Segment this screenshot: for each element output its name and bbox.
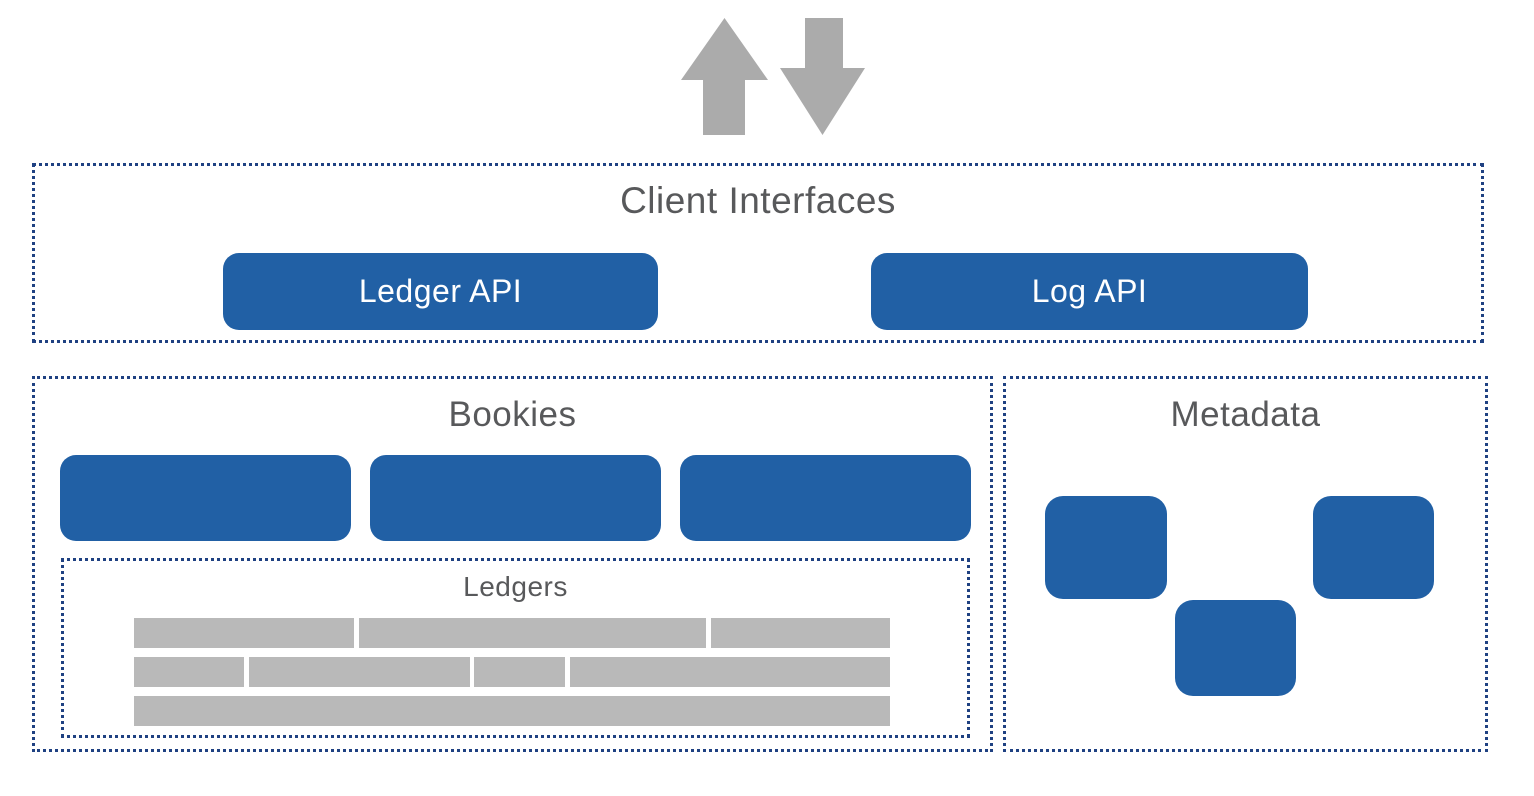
- metadata-node: [1175, 600, 1296, 696]
- ledger-bars: [134, 618, 890, 726]
- ledger-api-label: Ledger API: [358, 273, 523, 309]
- down-arrow-icon: [780, 18, 865, 135]
- ledgers-section: Ledgers: [61, 558, 970, 738]
- ledger-fragment: [711, 618, 890, 648]
- up-arrow-icon: [681, 18, 768, 135]
- client-interfaces-section: Client Interfaces Ledger API Log API: [32, 163, 1484, 343]
- metadata-section: Metadata: [1003, 376, 1488, 752]
- ledger-fragment: [134, 657, 244, 687]
- ledger-fragment: [134, 618, 354, 648]
- metadata-title: Metadata: [1170, 395, 1321, 434]
- bookie-node: [370, 455, 661, 541]
- ledger-fragment: [474, 657, 566, 687]
- ledger-api-node: Ledger API: [223, 253, 658, 330]
- metadata-node: [1045, 496, 1167, 599]
- ledger-bar-row: [134, 618, 890, 648]
- ledger-fragment: [569, 657, 890, 687]
- ledger-fragment: [248, 657, 470, 687]
- metadata-node: [1313, 496, 1434, 599]
- bookie-node: [60, 455, 351, 541]
- bookies-title: Bookies: [448, 395, 577, 434]
- ledger-fragment: [359, 618, 706, 648]
- client-interfaces-title: Client Interfaces: [620, 180, 896, 221]
- bookies-nodes: [60, 455, 971, 541]
- ledgers-title: Ledgers: [463, 571, 568, 602]
- bookies-section: Bookies Ledgers: [32, 376, 993, 752]
- ledger-fragment: [134, 696, 890, 726]
- ledger-bar-row: [134, 696, 890, 726]
- ledger-bar-row: [134, 657, 890, 687]
- log-api-node: Log API: [871, 253, 1308, 330]
- bookie-node: [680, 455, 971, 541]
- log-api-label: Log API: [1031, 273, 1148, 309]
